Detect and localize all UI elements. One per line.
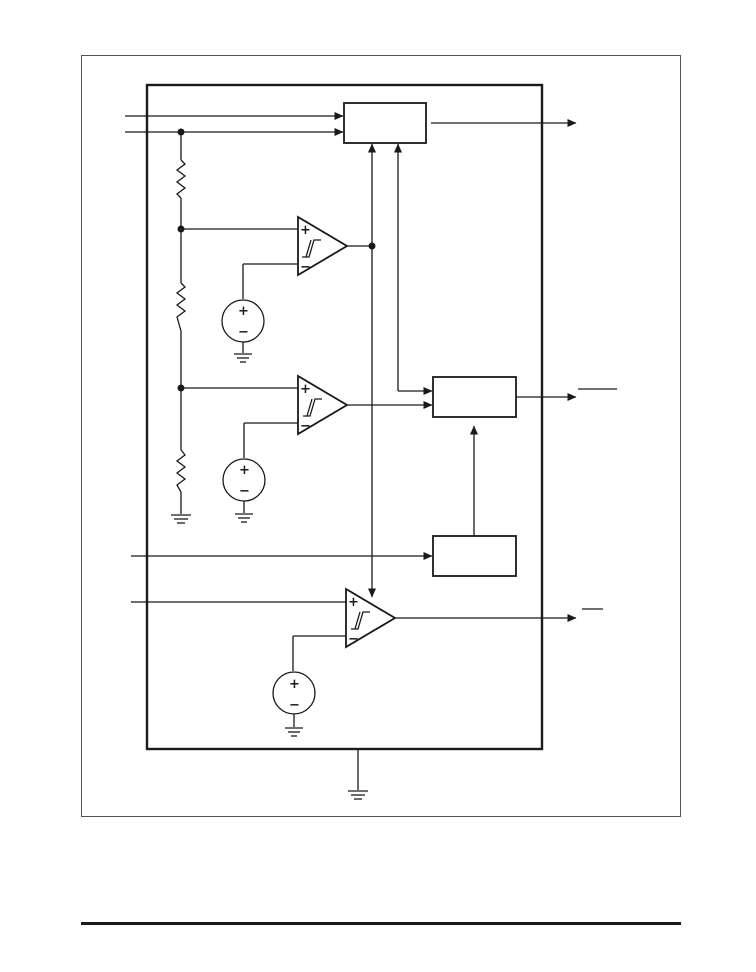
- logic-block-middle: [432, 376, 517, 418]
- figure-frame: [81, 55, 681, 817]
- comparator-1: [297, 215, 349, 277]
- comparator-1-minus: −: [300, 260, 311, 275]
- reference-2-plus: +: [239, 463, 250, 478]
- footer-rule: [81, 922, 681, 925]
- resistor-icon: [175, 449, 187, 493]
- reference-2-minus: −: [239, 484, 250, 499]
- reference-1-plus: +: [238, 304, 249, 319]
- logic-block-lower: [432, 535, 517, 577]
- comparator-3: [345, 587, 397, 649]
- comparator-2: [297, 374, 349, 436]
- hysteresis-icon: [351, 611, 370, 630]
- ground-icon: [285, 727, 303, 737]
- ground-icon: [348, 790, 368, 800]
- ground-icon: [235, 513, 253, 523]
- reference-3-plus: +: [289, 677, 300, 692]
- ground-icon: [234, 353, 252, 363]
- resistor-icon: [175, 282, 187, 332]
- comparator-2-plus: +: [300, 382, 311, 397]
- ground-icon: [171, 514, 191, 524]
- comparator-1-plus: +: [300, 223, 311, 238]
- reference-1-minus: −: [238, 325, 249, 340]
- reference-3-minus: −: [289, 698, 300, 713]
- comparator-2-minus: −: [300, 419, 311, 434]
- ic-package-outline: [145, 83, 544, 751]
- hysteresis-icon: [302, 239, 321, 258]
- resistor-icon: [175, 159, 187, 199]
- hysteresis-icon: [303, 398, 322, 417]
- comparator-3-plus: +: [348, 595, 359, 610]
- comparator-3-minus: −: [348, 632, 359, 647]
- logic-block-top: [343, 102, 427, 144]
